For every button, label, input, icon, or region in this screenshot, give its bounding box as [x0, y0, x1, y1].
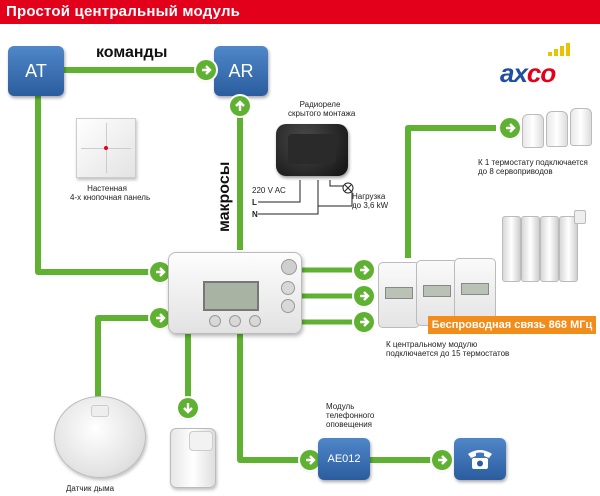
arrow-right-icon — [432, 450, 452, 470]
node-ar-label: AR — [228, 60, 254, 81]
module-note: К центральному модулю подключается до 15… — [386, 340, 509, 358]
module-note-line: подключается до 15 термостатов — [386, 349, 510, 358]
phone-module-label: Модуль телефонного оповещения — [326, 402, 374, 429]
phone-module-label-line: телефонного — [326, 411, 375, 420]
relay-n-label: N — [252, 210, 258, 219]
servo-actuators-image — [522, 108, 592, 150]
arrow-right-icon — [354, 312, 374, 332]
phone-module-label-line: Модуль — [326, 402, 355, 411]
thermostat-note: К 1 термостату подключается до 8 сервопр… — [478, 158, 588, 176]
brand-logo: axco — [500, 58, 556, 89]
arrow-right-icon — [354, 260, 374, 280]
relay-load-label-line: до 3,6 kW — [352, 201, 389, 210]
smoke-detector-label: Датчик дыма — [66, 484, 115, 493]
module-note-line: К центральному модулю — [386, 340, 478, 349]
phone-module-label-line: оповещения — [326, 420, 372, 429]
arrow-down-icon — [178, 398, 198, 418]
wire-n — [258, 180, 319, 215]
wall-panel-image — [76, 118, 136, 178]
wire-load — [329, 180, 346, 187]
arrow-right-icon — [300, 450, 320, 470]
edge-label-commands: команды — [96, 44, 168, 61]
thermostat-note-line: до 8 сервоприводов — [478, 167, 553, 176]
wall-panel-label: Настенная 4-х кнопочная панель — [70, 184, 151, 202]
phone-node — [454, 438, 506, 480]
wireless-banner: Беспроводная связь 868 МГц — [428, 316, 596, 334]
arrow-up-icon — [230, 96, 250, 116]
telephone-icon — [468, 450, 492, 469]
arrow-right-icon — [354, 286, 374, 306]
wire-l — [258, 180, 301, 203]
smoke-detector-image — [54, 396, 146, 478]
node-ae: AE012 — [318, 438, 370, 480]
brand-logo-part: ax — [500, 58, 528, 88]
edge-label-macros: макросы — [216, 161, 233, 232]
thermostats-image — [378, 258, 496, 328]
line-smoke — [95, 315, 150, 406]
arrow-right-icon — [500, 118, 520, 138]
relay-label: Радиореле скрытого монтажа — [288, 100, 356, 118]
brand-logo-part: co — [526, 58, 556, 88]
line-to-servos — [405, 125, 496, 258]
relay-label-line: скрытого монтажа — [288, 109, 356, 118]
central-module-image — [168, 252, 302, 334]
wall-panel-label-line: 4-х кнопочная панель — [70, 193, 151, 202]
arrow-right-icon — [150, 262, 170, 282]
relay-load-label-line: Нагрузка — [352, 192, 386, 201]
node-ar: AR — [214, 46, 268, 96]
node-at: AT — [8, 46, 64, 96]
wall-panel-label-line: Настенная — [87, 184, 127, 193]
line-module-ae — [237, 332, 300, 463]
relay-label-line: Радиореле — [299, 100, 341, 109]
signal-bars-icon — [548, 43, 570, 56]
wire-load-return — [318, 186, 353, 207]
node-at-label: AT — [25, 60, 47, 81]
arrow-right-icon — [150, 308, 170, 328]
line-at-module — [35, 92, 150, 275]
arrow-right-icon — [196, 60, 216, 80]
thermostat-note-line: К 1 термостату подключается — [478, 158, 588, 167]
relay-l-label: L — [252, 198, 257, 207]
sensor-device-image — [170, 428, 216, 488]
radiator-image — [502, 210, 586, 282]
node-ae-label: AE012 — [327, 453, 361, 465]
relay-load-label: Нагрузка до 3,6 kW — [352, 192, 388, 210]
page-title: Простой центральный модуль — [0, 0, 600, 24]
relay-device-image — [276, 124, 348, 176]
relay-ac-label: 220 V AC — [252, 186, 286, 195]
